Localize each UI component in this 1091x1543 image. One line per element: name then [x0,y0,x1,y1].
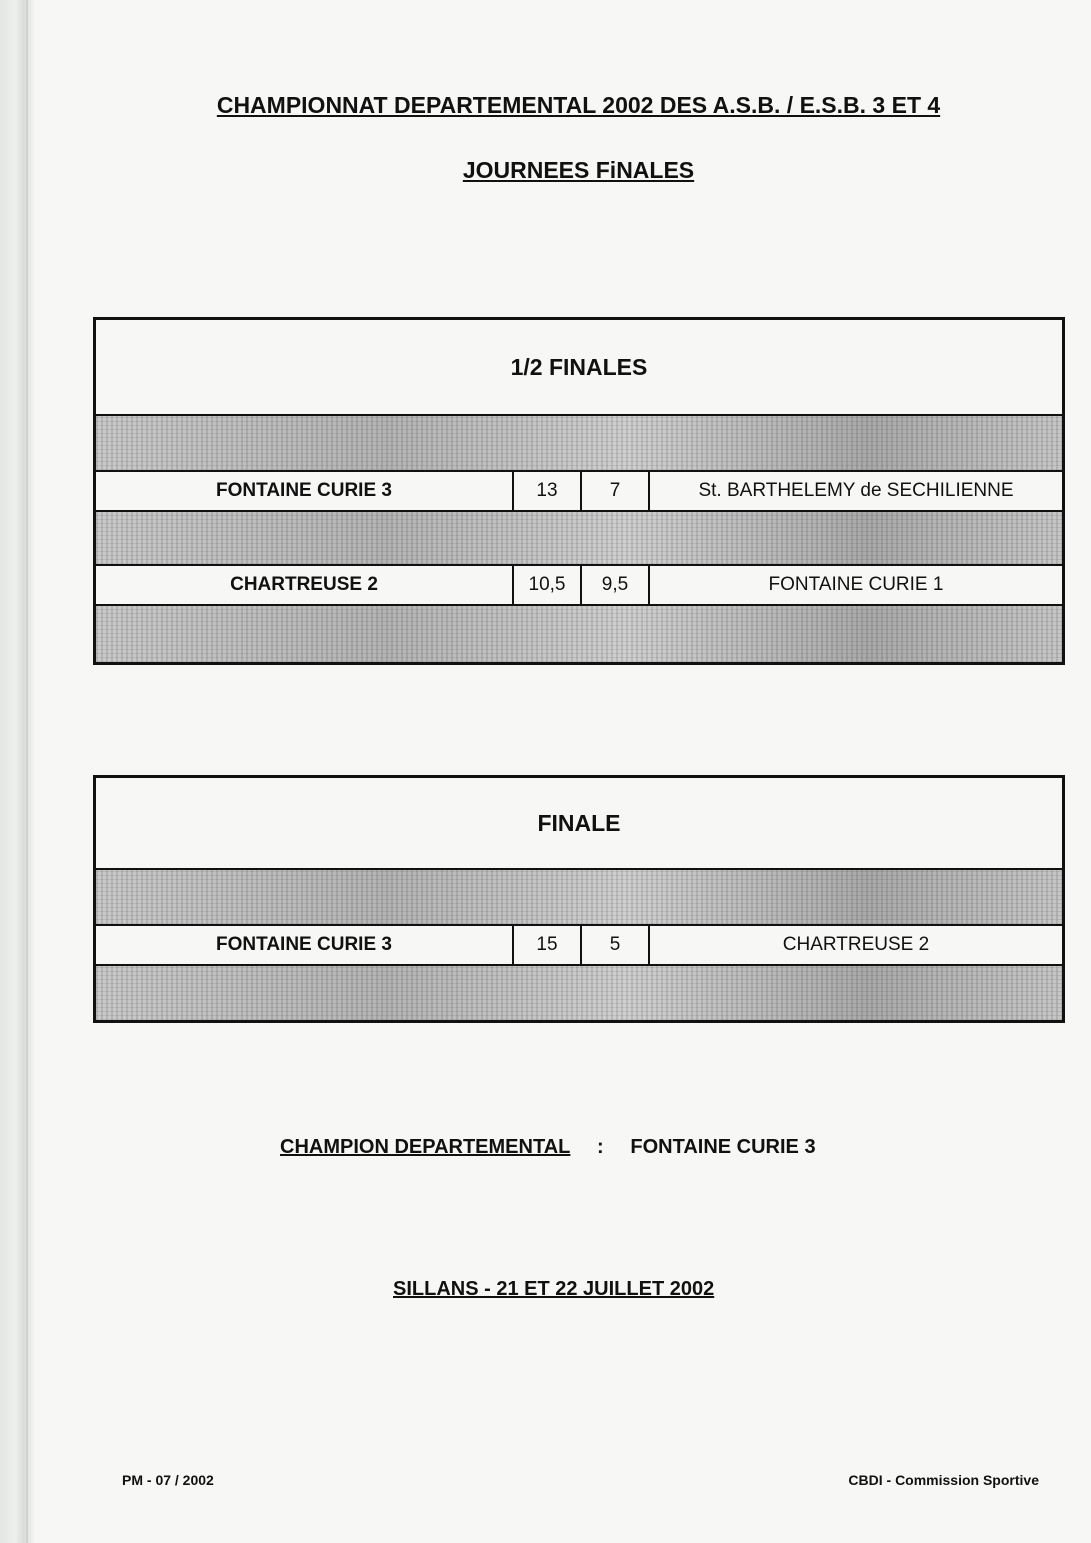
table-row: FONTAINE CURIE 3 15 5 CHARTREUSE 2 [96,926,1062,964]
away-score: 5 [582,926,650,964]
document-title: CHAMPIONNAT DEPARTEMENTAL 2002 DES A.S.B… [216,92,941,118]
footer-organization: CBDI - Commission Sportive [848,1472,1039,1488]
away-team: St. BARTHELEMY de SECHILIENNE [698,480,1014,501]
footer-reference: PM - 07 / 2002 [122,1472,214,1488]
semifinals-table: 1/2 FINALES FONTAINE CURIE 3 13 7 St. BA… [93,317,1065,665]
table-divider [96,414,1062,472]
champion-separator: : [597,1136,604,1158]
home-team: CHARTREUSE 2 [96,566,514,604]
table-divider [96,510,1062,566]
home-score: 15 [514,926,582,964]
champion-team: FONTAINE CURIE 3 [630,1136,816,1158]
home-score: 13 [514,472,582,510]
away-team: CHARTREUSE 2 [782,934,930,955]
away-score: 7 [582,472,650,510]
home-team: FONTAINE CURIE 3 [96,472,514,510]
table-divider [96,604,1062,662]
final-table: FINALE FONTAINE CURIE 3 15 5 CHARTREUSE … [93,775,1065,1023]
home-score: 10,5 [514,566,582,604]
home-team: FONTAINE CURIE 3 [96,926,514,964]
champion-line: CHAMPION DEPARTEMENTAL: FONTAINE CURIE 3 [280,1136,816,1159]
table-row: CHARTREUSE 2 10,5 9,5 FONTAINE CURIE 1 [96,566,1062,604]
table-divider [96,964,1062,1020]
venue-date: SILLANS - 21 ET 22 JUILLET 2002 [393,1278,715,1300]
final-heading: FINALE [537,809,621,836]
away-team: FONTAINE CURIE 1 [768,574,944,595]
away-score: 9,5 [582,566,650,604]
table-row: FONTAINE CURIE 3 13 7 St. BARTHELEMY de … [96,472,1062,510]
champion-label: CHAMPION DEPARTEMENTAL [280,1136,571,1158]
table-divider [96,868,1062,926]
document-subtitle: JOURNEES FiNALES [462,157,695,183]
binding-edge [0,0,34,1543]
semifinals-heading: 1/2 FINALES [510,353,648,380]
